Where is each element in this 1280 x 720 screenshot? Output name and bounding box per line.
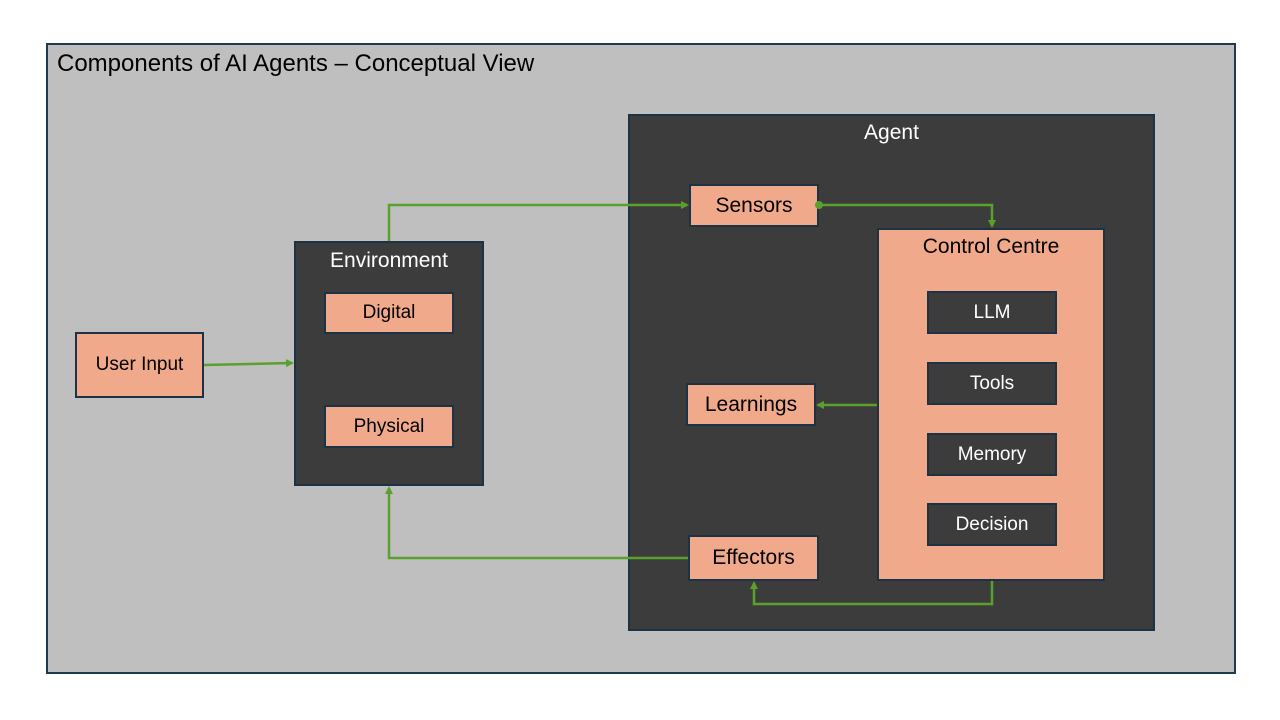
user-input-box: User Input [75, 332, 204, 398]
control-item-label: LLM [973, 301, 1011, 323]
diagram-title: Components of AI Agents – Conceptual Vie… [57, 50, 535, 77]
environment-item-digital: Digital [324, 292, 454, 334]
sensors-label: Sensors [715, 193, 793, 217]
control-centre-title: Control Centre [922, 235, 1060, 258]
arrow-control-to-effectors [750, 581, 994, 606]
control-item-label: Decision [955, 513, 1029, 535]
environment-title: Environment [330, 249, 448, 272]
arrow-effectors-to-environment [385, 486, 688, 560]
environment-item-physical: Physical [324, 405, 454, 448]
control-item-tools: Tools [927, 362, 1057, 405]
control-item-label: Tools [969, 372, 1015, 394]
sensors-connector-dot [815, 201, 823, 209]
arrow-user-to-environment [203, 359, 294, 368]
effectors-label: Effectors [712, 546, 795, 569]
control-item-label: Memory [957, 443, 1027, 465]
control-item-decision: Decision [927, 503, 1057, 546]
agent-title: Agent [864, 121, 919, 144]
user-input-label: User Input [95, 354, 184, 375]
environment-item-label: Digital [362, 302, 416, 323]
effectors-box: Effectors [688, 535, 819, 581]
learnings-label: Learnings [704, 392, 798, 416]
learnings-box: Learnings [686, 383, 816, 426]
arrow-environment-to-sensors [387, 201, 689, 241]
control-item-llm: LLM [927, 291, 1057, 334]
control-item-memory: Memory [927, 433, 1057, 476]
environment-item-label: Physical [353, 415, 425, 437]
arrow-sensors-to-control [819, 203, 996, 228]
